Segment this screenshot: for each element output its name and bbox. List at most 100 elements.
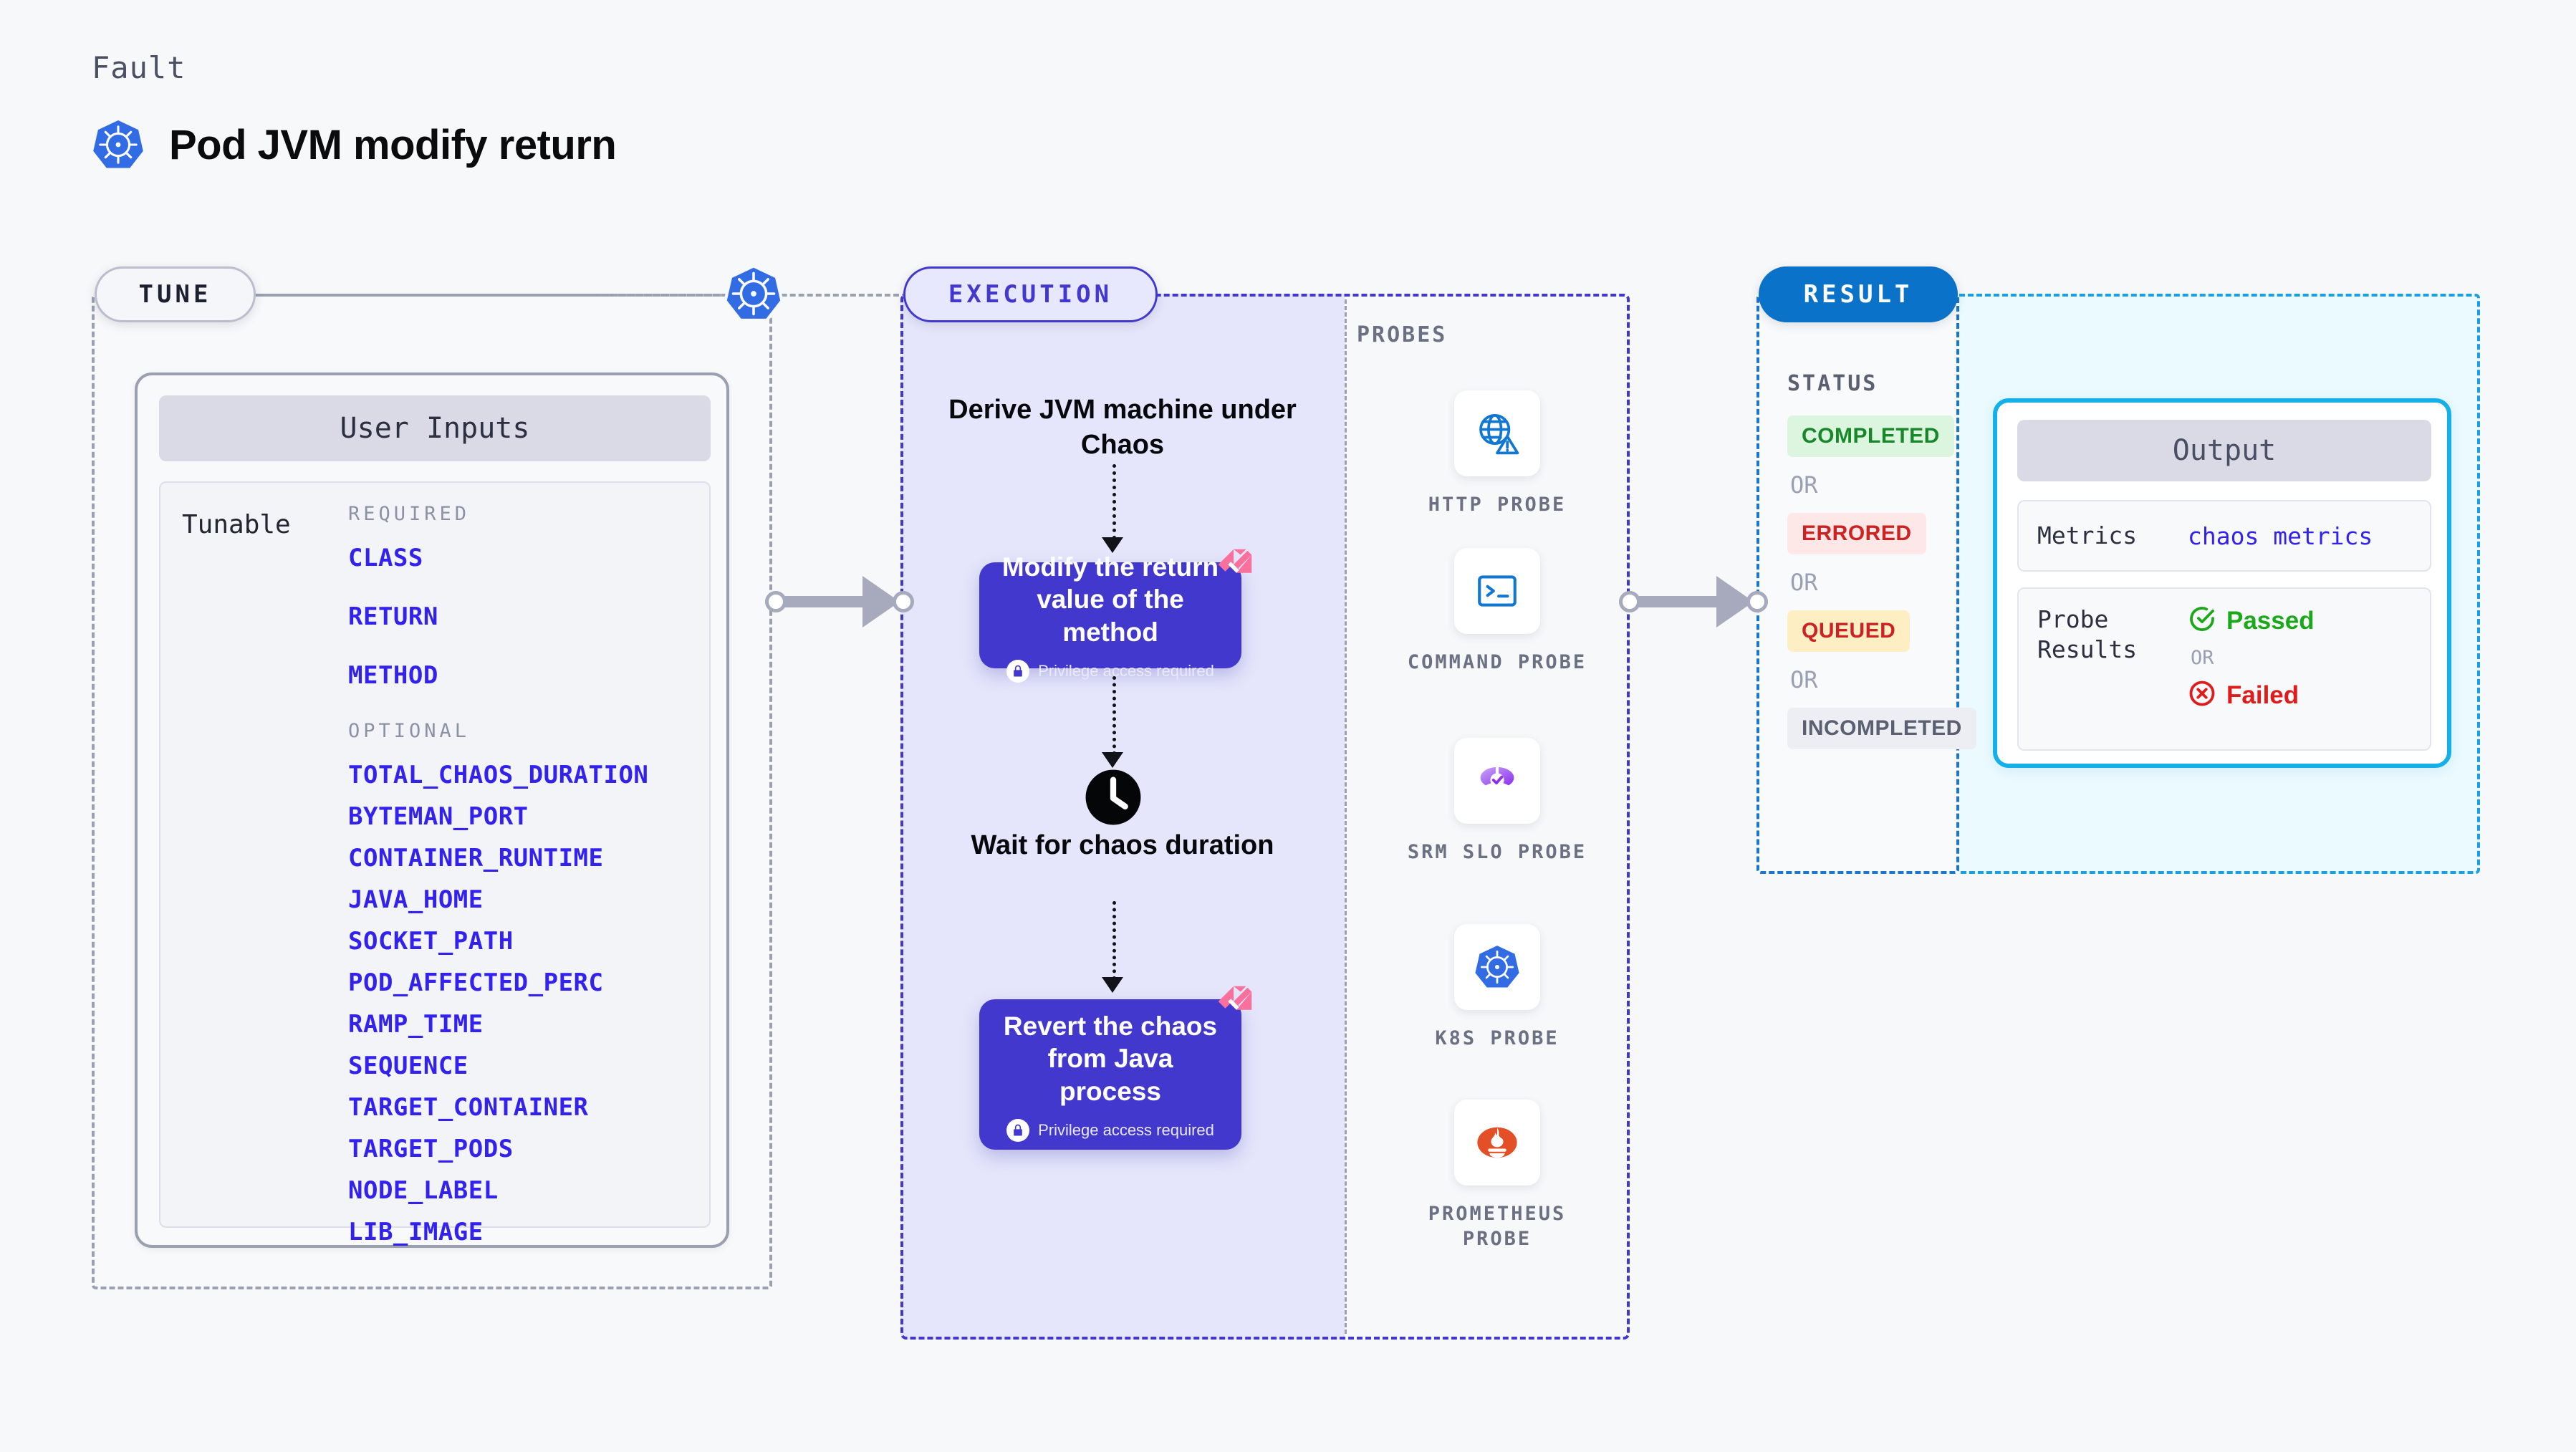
flow-connector (1112, 901, 1116, 980)
probe-result-passed: Passed (2188, 605, 2315, 637)
param-class[interactable]: CLASS (348, 544, 423, 572)
passed-label: Passed (2226, 606, 2315, 635)
probe-label: K8S PROBE (1435, 1027, 1559, 1049)
probe-label: COMMAND PROBE (1407, 651, 1587, 673)
param-pod-affected-perc[interactable]: POD_AFFECTED_PERC (348, 968, 604, 997)
tunable-body: Tunable REQUIRED CLASS RETURN METHOD OPT… (159, 481, 711, 1246)
globe-warning-icon (1454, 390, 1540, 476)
probe-prometheus[interactable]: PROMETHEUS PROBE (1390, 1100, 1605, 1251)
privilege-note-text: Privilege access required (1038, 1120, 1214, 1139)
privilege-note-text: Privilege access required (1038, 661, 1214, 680)
prometheus-icon (1454, 1100, 1540, 1186)
status-badge-errored: ERRORED (1787, 513, 1926, 554)
param-java-home[interactable]: JAVA_HOME (348, 885, 484, 914)
status-badge-queued: QUEUED (1787, 610, 1911, 652)
flow-connector (1112, 464, 1116, 539)
privilege-note: Privilege access required (1006, 659, 1214, 683)
fault-kicker: Fault (92, 50, 186, 85)
lock-icon (1006, 659, 1030, 683)
probes-panel-divider (1345, 299, 1347, 1334)
param-node-label[interactable]: NODE_LABEL (348, 1176, 499, 1205)
arrow-end-dot (893, 591, 914, 612)
kubernetes-icon (92, 118, 145, 171)
required-section-label: REQUIRED (348, 503, 471, 525)
user-inputs-card: User Inputs Tunable REQUIRED CLASS RETUR… (135, 372, 729, 1248)
optional-section-label: OPTIONAL (348, 720, 471, 742)
terminal-icon (1454, 548, 1540, 634)
srm-slo-icon (1454, 738, 1540, 824)
metrics-label: Metrics (2037, 521, 2138, 549)
execution-action-modify-return[interactable]: Modify the return value of the method Pr… (979, 549, 1252, 683)
user-inputs-title: User Inputs (159, 395, 711, 461)
flow-arrowhead (1102, 537, 1123, 553)
page-title: Pod JVM modify return (169, 121, 617, 168)
execution-step-wait: Wait for chaos duration (971, 830, 1274, 860)
kubernetes-icon (724, 264, 784, 324)
probe-results-label: Probe Results (2037, 605, 2138, 664)
param-sequence[interactable]: SEQUENCE (348, 1052, 468, 1080)
probe-k8s[interactable]: K8S PROBE (1390, 924, 1605, 1051)
action-title: Revert the chaos from Java process (1003, 1011, 1218, 1106)
arrow-execution-to-result (1619, 576, 1768, 628)
harness-logo-icon (1213, 544, 1257, 588)
param-socket-path[interactable]: SOCKET_PATH (348, 927, 514, 956)
lock-icon (1006, 1118, 1030, 1142)
probe-label: HTTP PROBE (1428, 494, 1567, 516)
status-badge-completed: COMPLETED (1787, 415, 1954, 457)
clock-icon (1084, 768, 1143, 827)
status-section-label: STATUS (1787, 371, 1878, 396)
probe-label: PROMETHEUS PROBE (1428, 1203, 1567, 1251)
check-circle-icon (2188, 605, 2216, 637)
stage-pill-result[interactable]: RESULT (1759, 266, 1958, 322)
execution-action-revert-chaos[interactable]: Revert the chaos from Java process Privi… (979, 986, 1252, 1150)
output-row-probe-results: Probe Results Passed OR (2017, 587, 2431, 751)
probe-result-failed: Failed (2188, 679, 2315, 711)
metrics-value-link[interactable]: chaos metrics (2188, 521, 2373, 550)
arrow-shaft (784, 596, 865, 607)
result-status-panel (1756, 294, 1959, 874)
parameter-column: REQUIRED CLASS RETURN METHOD OPTIONAL TO… (348, 503, 692, 1259)
probe-srm-slo[interactable]: SRM SLO PROBE (1390, 738, 1605, 865)
output-title: Output (2017, 420, 2431, 481)
arrow-shaft (1638, 596, 1719, 607)
stage-pill-tune[interactable]: TUNE (95, 266, 256, 322)
probe-http[interactable]: HTTP PROBE (1390, 390, 1605, 517)
param-total-chaos-duration[interactable]: TOTAL_CHAOS_DURATION (348, 761, 649, 789)
tune-connector-line (256, 294, 908, 297)
privilege-note: Privilege access required (1006, 1118, 1214, 1142)
param-return[interactable]: RETURN (348, 602, 438, 631)
execution-panel (900, 294, 1630, 1340)
status-or: OR (1790, 569, 1818, 596)
status-or: OR (1790, 666, 1818, 693)
x-circle-icon (2188, 679, 2216, 711)
arrow-tune-to-execution (765, 576, 914, 628)
tunable-label: Tunable (182, 510, 291, 539)
stage-pill-execution[interactable]: EXECUTION (903, 266, 1158, 322)
param-target-pods[interactable]: TARGET_PODS (348, 1135, 514, 1163)
flow-arrowhead (1102, 752, 1123, 768)
output-card: Output Metrics chaos metrics Probe Resul… (1993, 398, 2451, 768)
probe-command[interactable]: COMMAND PROBE (1390, 548, 1605, 675)
param-method[interactable]: METHOD (348, 661, 438, 690)
param-ramp-time[interactable]: RAMP_TIME (348, 1010, 484, 1039)
probe-result-or: OR (2191, 647, 2214, 669)
flow-arrowhead (1102, 977, 1123, 993)
fault-title-row: Pod JVM modify return (92, 118, 617, 171)
probe-label: SRM SLO PROBE (1407, 841, 1587, 863)
status-badge-incompleted: INCOMPLETED (1787, 708, 1976, 749)
probe-results-values: Passed OR Failed (2188, 605, 2315, 711)
param-byteman-port[interactable]: BYTEMAN_PORT (348, 802, 529, 831)
status-list: COMPLETED OR ERRORED OR QUEUED OR INCOMP… (1787, 415, 1976, 749)
arrow-end-dot (1746, 591, 1768, 612)
failed-label: Failed (2226, 681, 2299, 709)
action-title: Modify the return value of the method (1001, 552, 1219, 647)
output-row-metrics: Metrics chaos metrics (2017, 500, 2431, 572)
param-container-runtime[interactable]: CONTAINER_RUNTIME (348, 844, 604, 872)
harness-logo-icon (1213, 981, 1257, 1025)
execution-step-derive: Derive JVM machine under Chaos (948, 395, 1297, 460)
status-or: OR (1790, 471, 1818, 499)
param-target-container[interactable]: TARGET_CONTAINER (348, 1093, 589, 1122)
param-lib-image[interactable]: LIB_IMAGE (348, 1218, 484, 1246)
kubernetes-icon (1454, 924, 1540, 1010)
